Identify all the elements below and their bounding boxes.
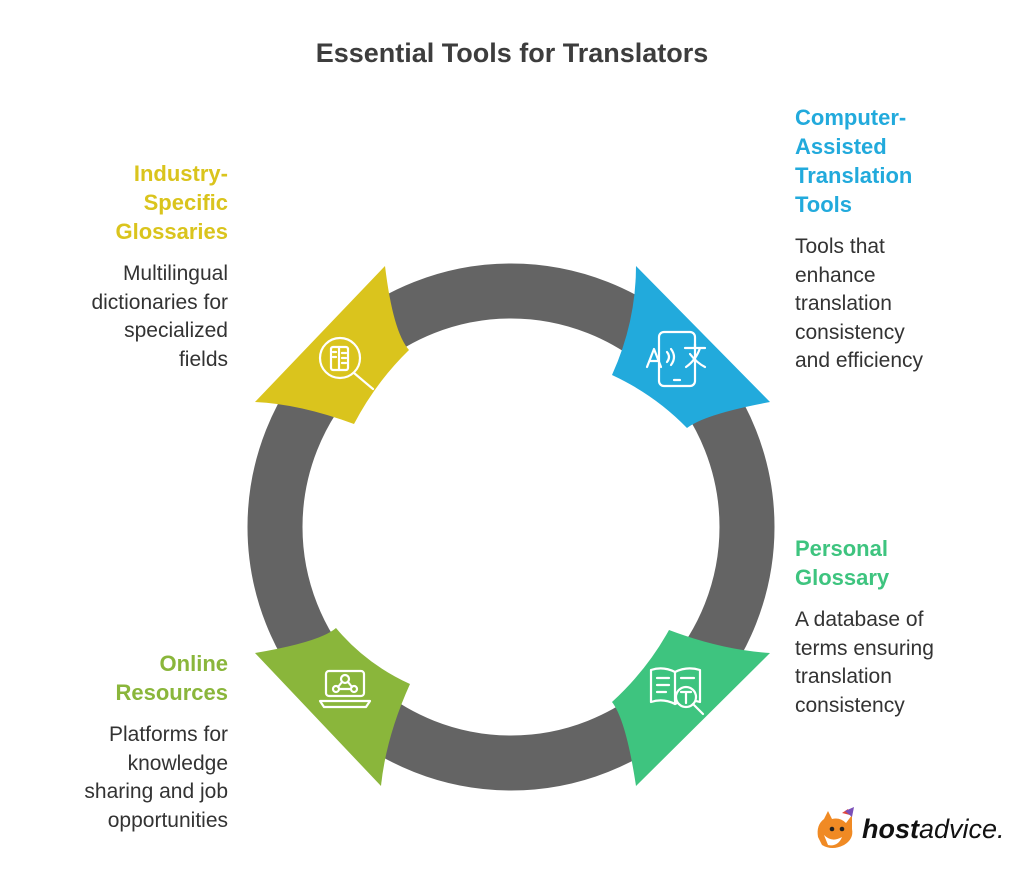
item-personal: Personal Glossary A database of terms en…: [795, 534, 934, 720]
item-description: A database of terms ensuring translation…: [795, 608, 934, 717]
arrow-segment-personal: [612, 630, 770, 786]
item-heading: Personal Glossary: [795, 536, 890, 590]
arrow-segment-industry: [255, 266, 409, 424]
hostadvice-logo: hostadvice.: [812, 806, 1005, 852]
translate-phone-icon: [645, 330, 707, 388]
segment-cat: [612, 266, 770, 428]
logo-wordmark: hostadvice.: [862, 813, 1005, 844]
item-description: Platforms for knowledge sharing and job …: [84, 723, 228, 832]
item-industry: Industry- Specific Glossaries Multilingu…: [91, 159, 228, 374]
item-heading: Industry- Specific Glossaries: [115, 161, 228, 244]
item-online: Online Resources Platforms for knowledge…: [84, 649, 228, 835]
item-description: Tools that enhance translation consisten…: [795, 235, 924, 372]
segment-industry: [255, 266, 409, 424]
dictionary-search-icon: [318, 336, 375, 391]
segment-online: [255, 628, 410, 786]
item-description: Multilingual dictionaries for specialize…: [91, 262, 228, 371]
page-title: Essential Tools for Translators: [315, 38, 709, 68]
item-heading: Online Resources: [115, 651, 228, 705]
laptop-network-icon: [318, 669, 372, 709]
ring: [247, 263, 775, 791]
item-heading: Computer- Assisted Translation Tools: [795, 105, 913, 217]
item-cat: Computer- Assisted Translation Tools Too…: [795, 103, 923, 376]
book-search-icon: [649, 667, 705, 716]
fox-mascot-icon: [817, 807, 854, 848]
segment-personal: [612, 630, 770, 786]
